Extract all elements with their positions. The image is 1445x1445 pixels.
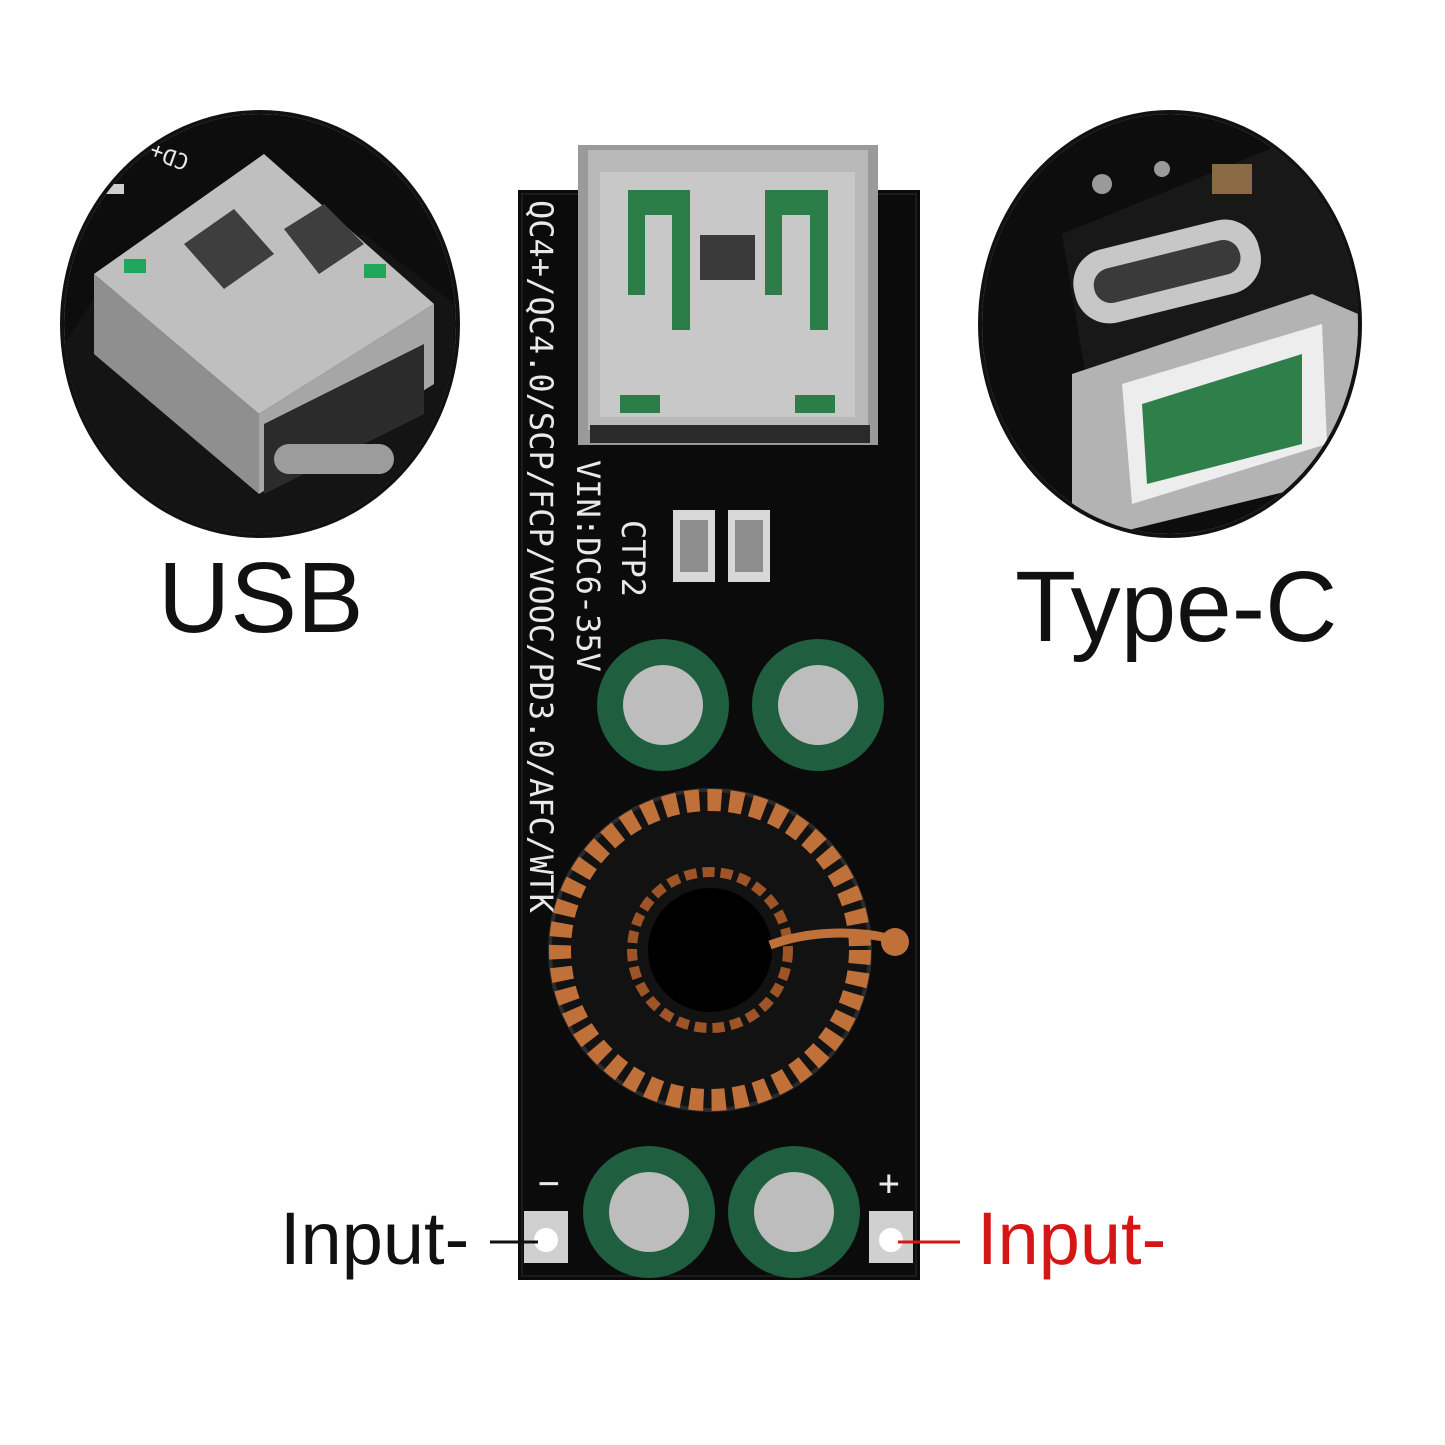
pcb-plus-mark: + bbox=[878, 1163, 900, 1204]
input-minus-label: Input- bbox=[280, 1197, 470, 1280]
input-plus-label: Input- bbox=[977, 1197, 1167, 1280]
pcb-model-text: CTP2 bbox=[614, 520, 652, 598]
typec-label: Type-C bbox=[1015, 551, 1338, 663]
pcb-minus-mark: − bbox=[538, 1163, 560, 1204]
usb-label: USB bbox=[158, 542, 364, 654]
typec-closeup-image bbox=[982, 114, 1358, 534]
typec-closeup-circle bbox=[978, 110, 1362, 538]
pcb-vin-text: VIN:DC6-35V bbox=[569, 460, 607, 672]
pcb-protocols-text: QC4+/QC4.0/SCP/FCP/VOOC/PD3.0/AFC/WTK bbox=[522, 200, 560, 913]
usb-closeup-image bbox=[64, 114, 456, 534]
usb-closeup-circle: CD+ bbox=[60, 110, 460, 538]
